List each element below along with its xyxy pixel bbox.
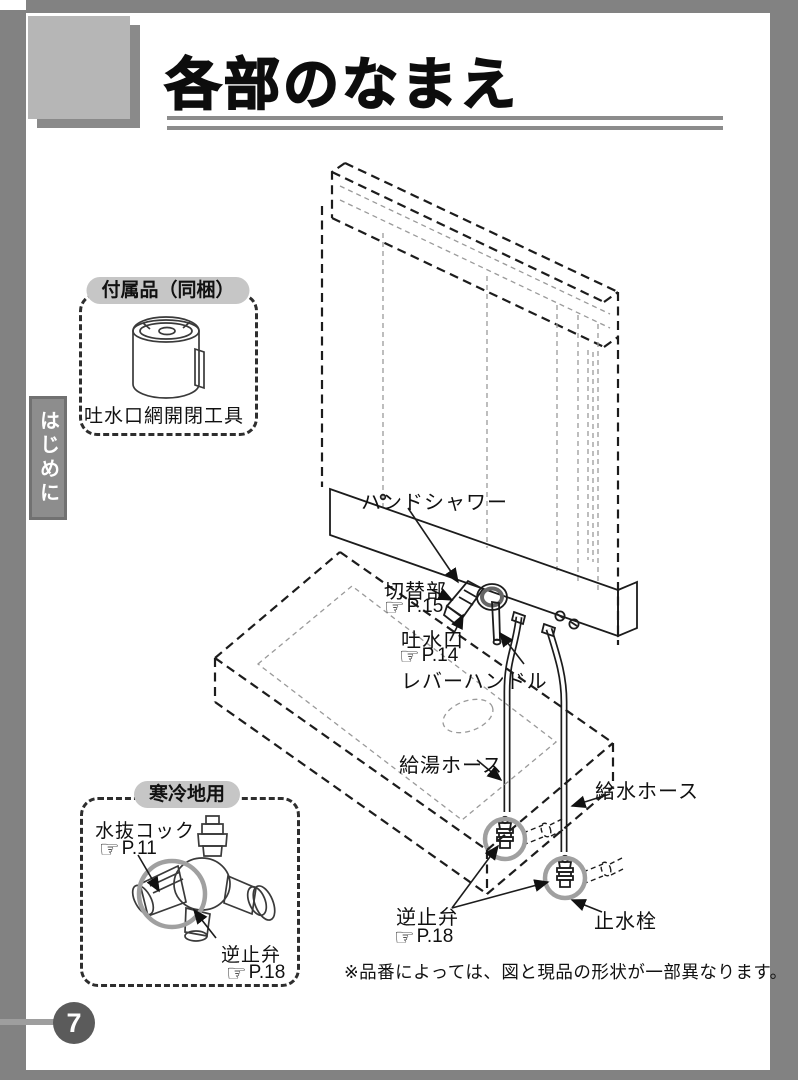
switch-part-label: 切替部: [384, 581, 447, 603]
page-ref-icon: ☞: [394, 923, 415, 950]
page-ref-icon: ☞: [99, 835, 120, 862]
title-rule-top: [167, 116, 723, 120]
hot-water-hose-label: 給湯ホース: [399, 755, 503, 777]
spout-page-ref: ☞ P.14: [399, 642, 459, 669]
leader-arrows: [407, 507, 611, 913]
hand-shower-label: ハンドシャワー: [361, 492, 508, 514]
page-border-bottom: [0, 1070, 798, 1080]
lever-handle-label: レバーハンドル: [401, 671, 548, 693]
hoses: [503, 610, 568, 852]
crossbar: [330, 162, 619, 348]
drain-cock-label: 水抜コック: [95, 821, 196, 842]
title-decoration-square: [28, 16, 130, 119]
accessory-box-label: 付属品（同梱）: [86, 277, 250, 304]
check-valve-right: [542, 854, 624, 901]
spout-label: 吐水口: [401, 630, 464, 652]
page-title: 各部のなまえ: [164, 52, 519, 117]
cold-region-valve-drawing: [131, 815, 276, 942]
page-ref-icon: ☞: [226, 959, 247, 986]
check-valve-left: [482, 815, 564, 862]
page-border-top: [26, 0, 798, 13]
hanger-chain: [587, 350, 594, 562]
lever-handle-stick: [491, 600, 501, 641]
check-valve-page-ref: ☞ P.18: [394, 923, 454, 950]
page-border-right: [770, 0, 798, 1080]
check-valve-highlight-circle: [482, 816, 528, 862]
drain-cock-page-ref: ☞ P.11: [99, 835, 157, 862]
cold-region-box-label: 寒冷地用: [133, 781, 241, 808]
page-number-badge: 7: [53, 1002, 95, 1044]
rail-screw-small: [379, 493, 387, 501]
accessory-item-caption: 吐水口網開閉工具: [83, 406, 245, 427]
spout-page-ref-text: P.14: [421, 645, 459, 666]
drain-hole: [442, 698, 494, 734]
page-ref-icon: ☞: [399, 642, 420, 669]
cold-check-valve-page-ref-text: P.18: [248, 962, 286, 983]
page-ref-icon: ☞: [384, 593, 405, 620]
main-unit-diagram: [213, 162, 638, 913]
switch-part-page-ref: ☞ P.15: [384, 593, 444, 620]
title-rule-bottom: [167, 126, 723, 130]
rail-screws: [554, 610, 580, 630]
accessory-tool-drawing: [132, 316, 205, 399]
check-valve-label: 逆止弁: [396, 907, 459, 929]
footnote: ※品番によっては、図と現品の形状が一部異なります。: [344, 962, 788, 982]
stop-valve-highlight-circle: [542, 855, 588, 901]
stop-valve-label: 止水栓: [594, 911, 657, 933]
cold-check-valve-label: 逆止弁: [221, 945, 282, 966]
page-border-left: [0, 10, 26, 1080]
switch-part-page-ref-text: P.15: [406, 596, 444, 617]
drain-cock-highlight-circle: [136, 858, 208, 930]
wall-panel: [320, 206, 620, 645]
check-valve-page-ref-text: P.18: [416, 926, 454, 947]
page-number-line: [0, 1019, 57, 1025]
water-supply-hose-label: 給水ホース: [595, 781, 699, 803]
counter-basin: [213, 551, 615, 895]
cold-check-valve-page-ref: ☞ P.18: [226, 959, 286, 986]
drain-cock-page-ref-text: P.11: [121, 838, 157, 859]
faucet-rail: [329, 487, 638, 638]
section-tab: はじめに: [29, 396, 67, 520]
